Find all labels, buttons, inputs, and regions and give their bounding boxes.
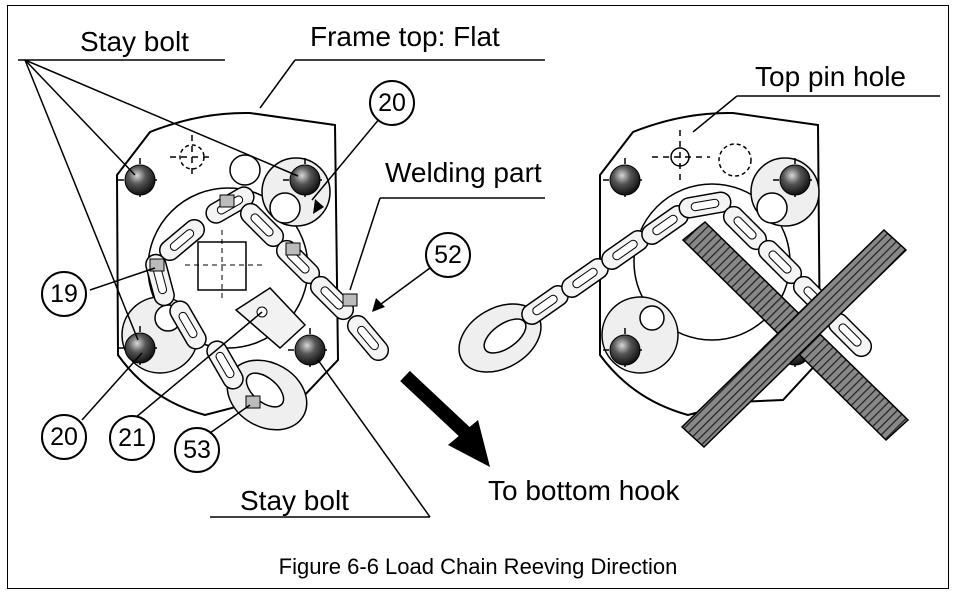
figure-caption: Figure 6-6 Load Chain Reeving Direction <box>278 554 678 579</box>
callout-53: 53 <box>174 427 220 473</box>
callout-21: 21 <box>109 415 155 461</box>
callout-20-bottom: 20 <box>41 414 87 460</box>
down-right-arrow-icon <box>400 370 490 467</box>
label-top-pin-hole: Top pin hole <box>755 61 906 92</box>
label-frame-top: Frame top: Flat <box>310 21 500 52</box>
figure-frame <box>7 5 949 589</box>
label-stay-bolt-bottom: Stay bolt <box>240 485 349 516</box>
callout-52: 52 <box>425 232 471 278</box>
callout-19: 19 <box>41 271 87 317</box>
svg-text:52: 52 <box>434 241 462 269</box>
label-to-bottom-hook: To bottom hook <box>488 475 680 506</box>
left-leader-lines <box>18 59 545 518</box>
right-leader-lines <box>692 95 940 133</box>
svg-text:21: 21 <box>118 424 146 452</box>
svg-text:20: 20 <box>378 89 406 117</box>
incorrect-cross-icon <box>680 220 910 449</box>
left-load-chain <box>142 182 394 409</box>
svg-text:20: 20 <box>50 423 78 451</box>
callout-20-top: 20 <box>369 80 415 126</box>
label-welding-part: Welding part <box>385 157 542 188</box>
svg-text:53: 53 <box>183 436 211 464</box>
label-stay-bolt-top: Stay bolt <box>80 26 189 57</box>
svg-text:19: 19 <box>50 280 78 308</box>
